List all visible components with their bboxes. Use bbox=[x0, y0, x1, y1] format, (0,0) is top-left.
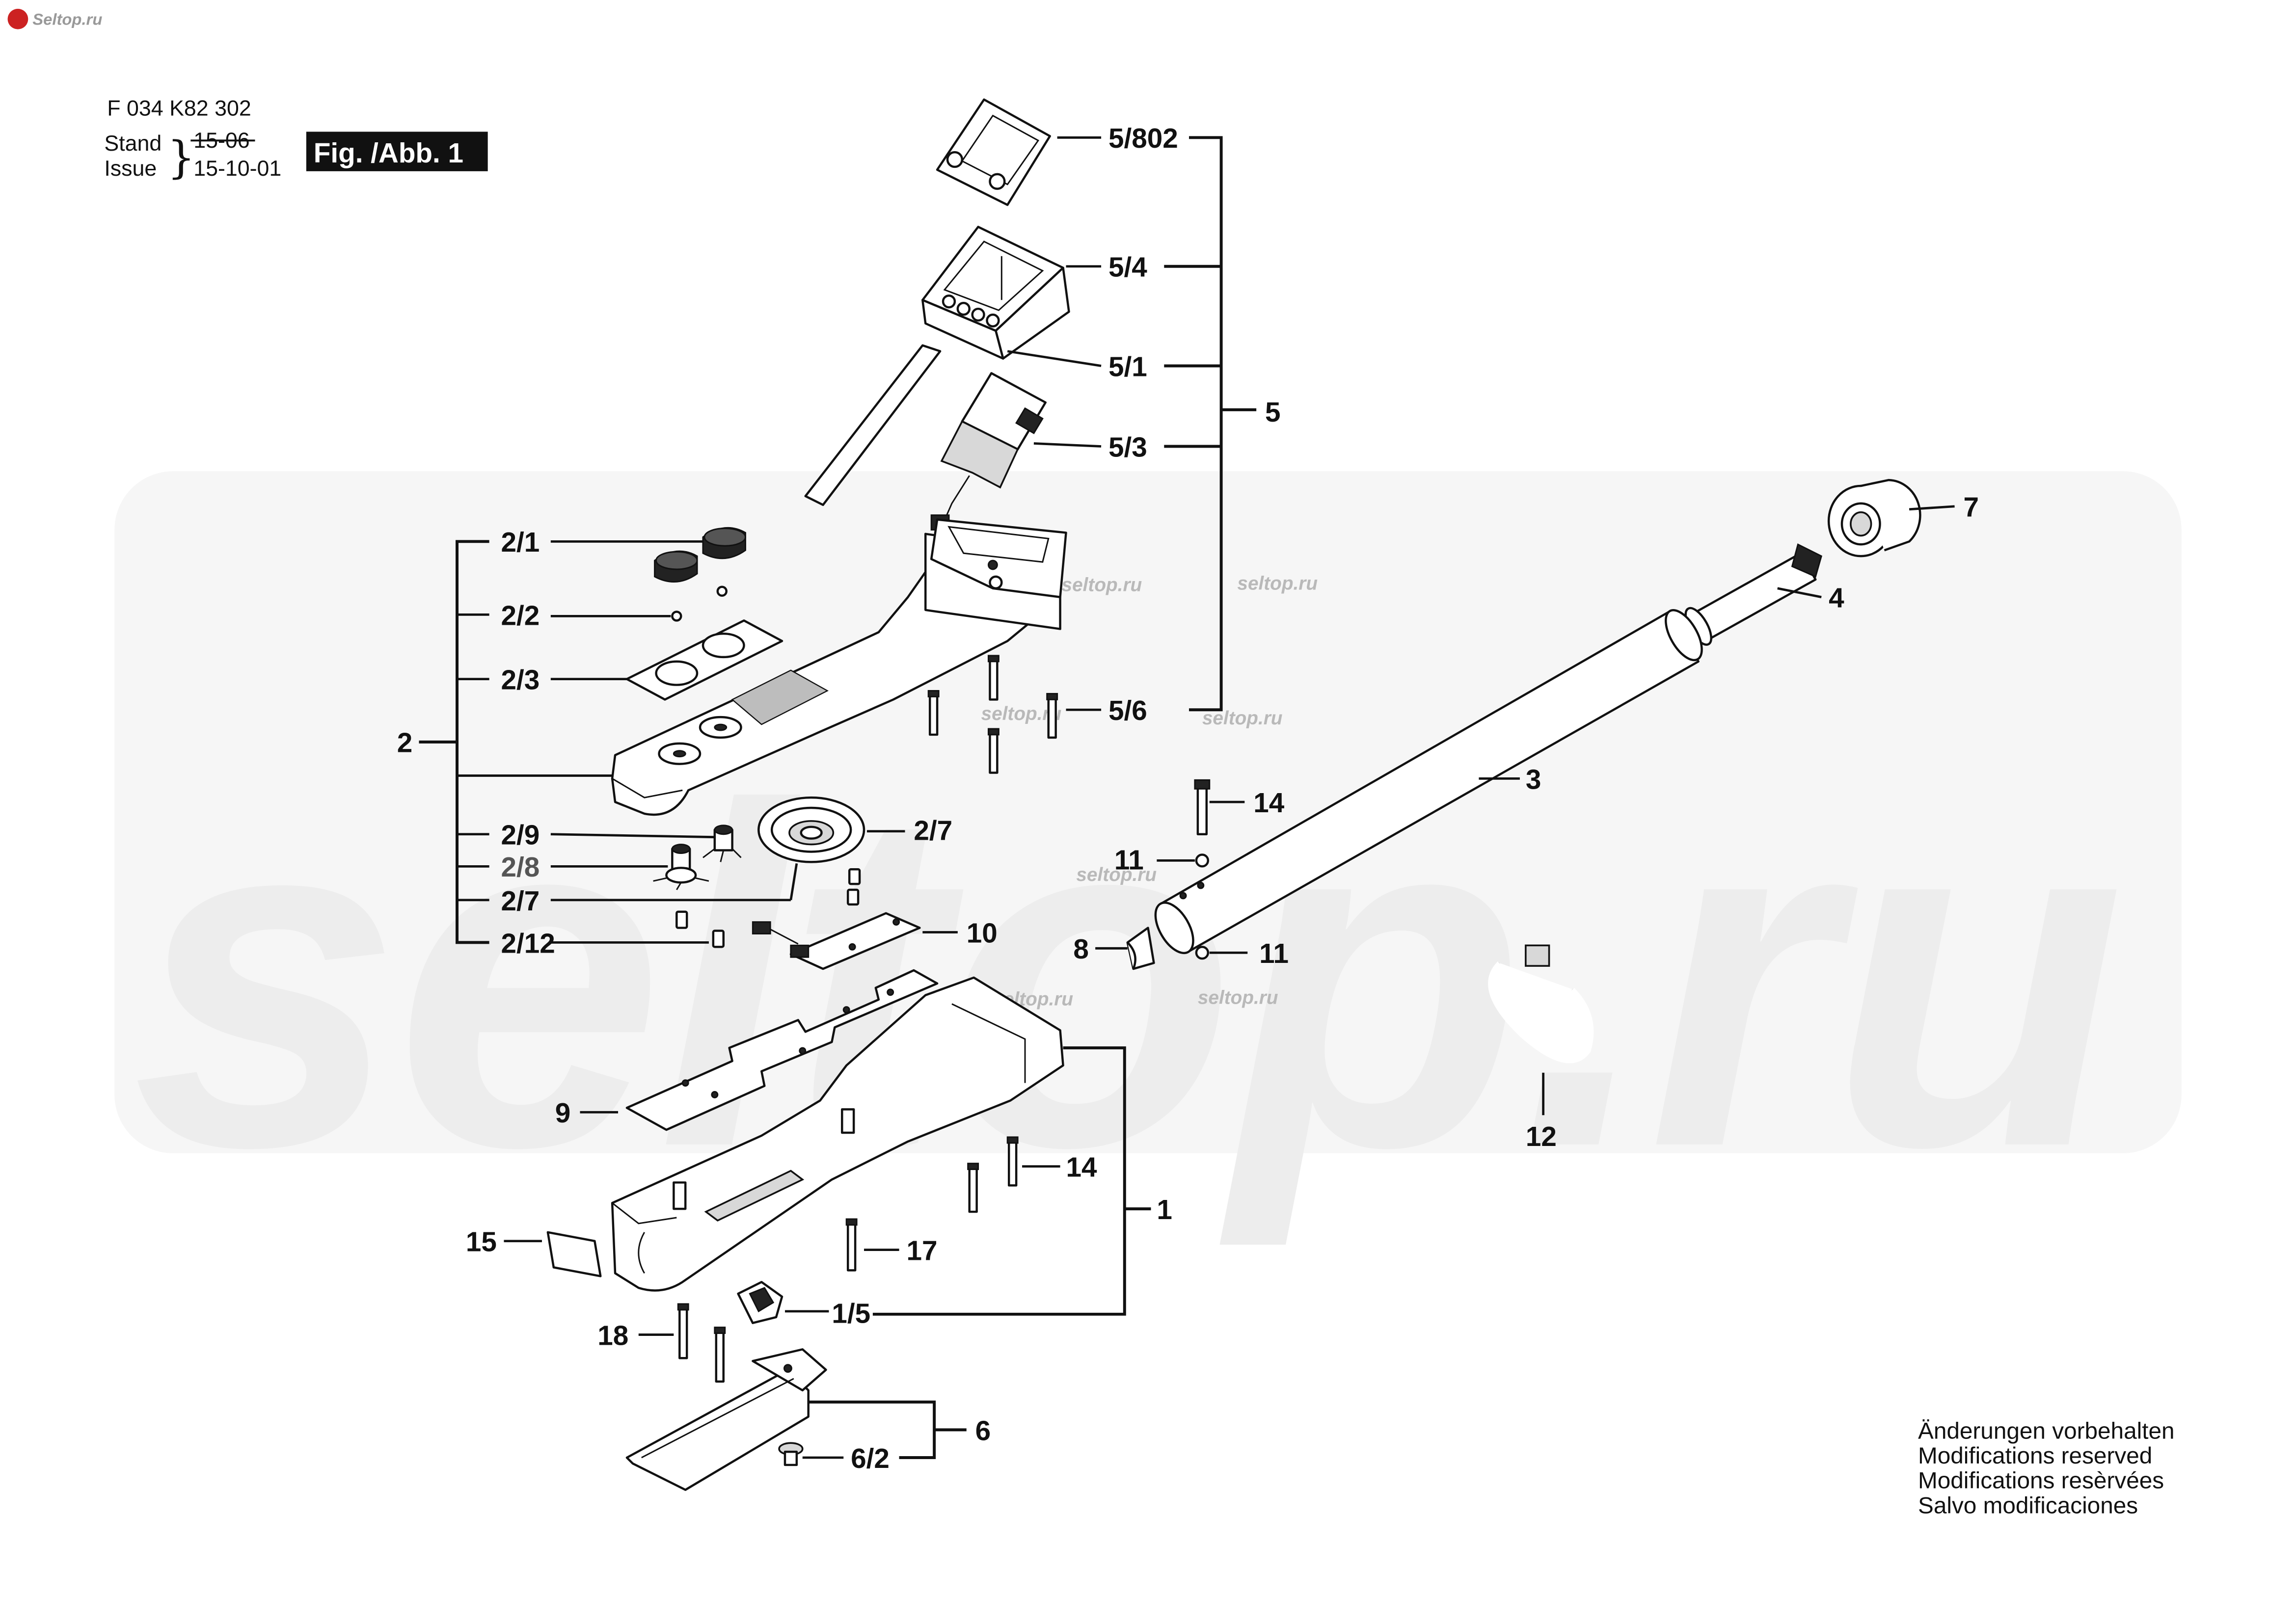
corner-logo-text: Seltop.ru bbox=[32, 10, 102, 28]
note-line-de: Änderungen vorbehalten bbox=[1918, 1418, 2175, 1444]
label-11-lower: 11 bbox=[1259, 938, 1289, 969]
watermark-small-5: seltop.ru bbox=[1076, 864, 1157, 885]
label-5-6: 5/6 bbox=[1108, 695, 1147, 726]
label-2-12: 2/12 bbox=[501, 928, 555, 959]
label-1: 1 bbox=[1157, 1195, 1172, 1225]
part-labels: 5/802 5/4 5/1 5 5/3 5/6 7 4 3 2/1 2/2 2/… bbox=[397, 123, 1979, 1474]
label-2-3: 2/3 bbox=[501, 665, 540, 696]
label-5-802: 5/802 bbox=[1108, 123, 1178, 154]
modifications-note: Änderungen vorbehalten Modifications res… bbox=[1918, 1418, 2175, 1518]
label-2-9: 2/9 bbox=[501, 820, 540, 851]
header-block: F 034 K82 302 Stand Issue } 15-06 15-10-… bbox=[104, 97, 488, 184]
label-9: 9 bbox=[555, 1098, 571, 1129]
part-5-802-label-card bbox=[936, 98, 1051, 206]
logo-mark-icon bbox=[7, 8, 28, 29]
label-5: 5 bbox=[1265, 397, 1281, 428]
label-5-1: 5/1 bbox=[1108, 351, 1147, 382]
part-4-tube-end bbox=[1684, 543, 1822, 646]
label-1-5: 1/5 bbox=[832, 1299, 870, 1330]
part-17-screw bbox=[845, 1218, 858, 1272]
label-2-2: 2/2 bbox=[501, 600, 540, 631]
watermark-small-7: seltop.ru bbox=[1198, 987, 1278, 1009]
brace-icon: } bbox=[167, 133, 195, 184]
watermark-small-4: seltop.ru bbox=[1202, 708, 1283, 729]
part-2-2-ring-b bbox=[716, 585, 728, 597]
label-2: 2 bbox=[397, 728, 413, 759]
label-14-upper: 14 bbox=[1253, 788, 1285, 819]
issue-date: 15-10-01 bbox=[193, 157, 281, 181]
label-11-upper: 11 bbox=[1114, 845, 1144, 876]
small-cylinder-b bbox=[846, 888, 860, 906]
label-2-7: 2/7 bbox=[501, 886, 540, 917]
part-2-9-potentiometer bbox=[702, 825, 742, 862]
part-11-washer-a bbox=[1195, 853, 1209, 868]
label-12: 12 bbox=[1526, 1121, 1557, 1152]
part-18-screws bbox=[677, 1303, 726, 1383]
part-15-label bbox=[546, 1231, 602, 1277]
label-10: 10 bbox=[967, 918, 998, 949]
label-8: 8 bbox=[1073, 934, 1089, 965]
label-7: 7 bbox=[1963, 492, 1979, 523]
note-line-en: Modifications reserved bbox=[1918, 1443, 2152, 1469]
label-18: 18 bbox=[597, 1320, 628, 1351]
label-2-1: 2/1 bbox=[501, 527, 540, 558]
part-5-6-screws bbox=[927, 655, 1058, 774]
part-6-2-thumbscrew bbox=[778, 1442, 804, 1466]
part-9-main-board bbox=[625, 969, 939, 1131]
part-8-clip bbox=[1126, 927, 1155, 970]
label-4: 4 bbox=[1829, 583, 1844, 614]
part-number: F 034 K82 302 bbox=[107, 97, 251, 121]
label-17: 17 bbox=[906, 1235, 937, 1266]
part-5-4-display-housing bbox=[921, 225, 1070, 360]
speaker-grille bbox=[731, 669, 829, 725]
label-5-3: 5/3 bbox=[1108, 432, 1147, 463]
part-11-washer-b bbox=[1195, 946, 1209, 960]
part-2-1-knobs bbox=[654, 527, 746, 583]
label-6: 6 bbox=[975, 1415, 991, 1446]
label-15: 15 bbox=[466, 1227, 497, 1258]
part-2-7-speaker bbox=[757, 796, 865, 863]
part-2-handle-upper bbox=[611, 518, 1067, 816]
part-14-screw-upper bbox=[1194, 779, 1211, 835]
part-5-1-strip bbox=[804, 344, 942, 506]
figure-label-box bbox=[306, 132, 488, 171]
issue-label: Issue bbox=[104, 157, 157, 181]
part-2-12-pin-a bbox=[675, 910, 688, 929]
part-6-bracket bbox=[625, 1348, 827, 1491]
part-2-8-potentiometer bbox=[653, 844, 709, 890]
part-2-12-pin-b bbox=[712, 930, 725, 948]
note-line-fr: Modifications resèrvées bbox=[1918, 1468, 2164, 1494]
watermark-small-2: seltop.ru bbox=[1237, 573, 1318, 594]
part-2-2-ring-a bbox=[671, 611, 682, 622]
part-3-long-tube bbox=[1154, 609, 1703, 955]
part-2-3-membrane bbox=[625, 619, 783, 701]
label-5-4: 5/4 bbox=[1108, 252, 1147, 283]
label-3: 3 bbox=[1526, 764, 1541, 795]
part-7-cap bbox=[1827, 479, 1921, 558]
part-14-screws-lower bbox=[967, 1136, 1019, 1213]
part-1-5-clip bbox=[737, 1280, 783, 1324]
part-1-lower-housing bbox=[611, 976, 1064, 1292]
corner-logo: Seltop.ru bbox=[7, 8, 102, 29]
part-12-hose-clamp bbox=[1488, 944, 1594, 1064]
label-2-7-speaker: 2/7 bbox=[914, 816, 952, 847]
label-6-2: 6/2 bbox=[851, 1443, 890, 1474]
label-2-8: 2/8 bbox=[501, 852, 540, 883]
note-line-es: Salvo modificaciones bbox=[1918, 1492, 2138, 1518]
label-14-lower: 14 bbox=[1066, 1152, 1098, 1183]
watermark-small-1: seltop.ru bbox=[1062, 575, 1142, 596]
watermark-big-text: seltop.ru bbox=[132, 707, 2119, 1250]
small-cylinder-a bbox=[848, 868, 861, 885]
figure-label: Fig. /Abb. 1 bbox=[314, 138, 463, 169]
stand-label: Stand bbox=[104, 132, 162, 156]
leader-lines bbox=[419, 136, 1955, 1460]
part-10-small-board bbox=[752, 912, 921, 970]
